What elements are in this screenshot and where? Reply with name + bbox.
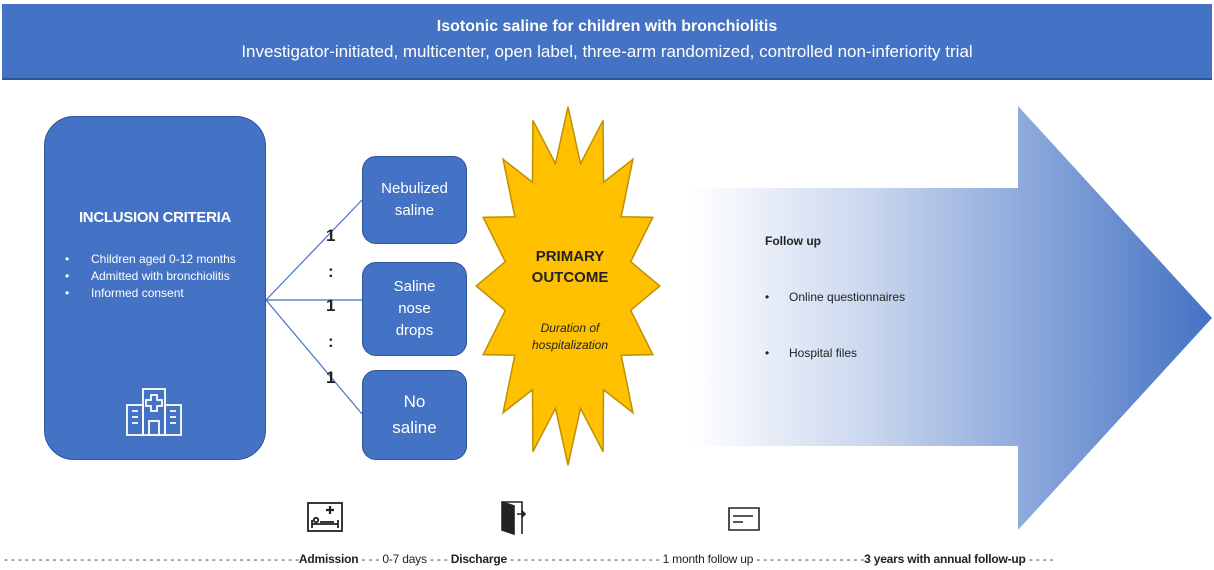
- bed-icon: [307, 502, 343, 532]
- timeline-dashes: - - - - - - - - - - - - - - - - - - - - …: [506, 552, 663, 566]
- door-icon: [501, 500, 527, 536]
- ratio-digit: 1: [326, 226, 336, 245]
- primary-outcome-title: PRIMARY OUTCOME: [488, 246, 652, 288]
- timeline-dashes: - - - - - - - - - - - - - - - - - - - - …: [4, 552, 299, 566]
- primary-outcome-measure: Duration of hospitalization: [488, 320, 652, 354]
- form-icon: [728, 507, 760, 531]
- hospital-icon: [126, 388, 182, 436]
- arm-label: drops: [395, 322, 434, 339]
- timeline-axis: - - - - - - - - - - - - - - - - - - - - …: [4, 552, 1212, 566]
- ratio-digit: 1: [326, 296, 336, 315]
- timeline-label: 1 month follow up: [662, 552, 754, 566]
- title-banner: Isotonic saline for children with bronch…: [2, 4, 1212, 80]
- follow-up-list: Online questionnaires Hospital files: [765, 248, 905, 360]
- arm-label: saline: [394, 202, 435, 219]
- connector-line: [265, 199, 363, 301]
- inclusion-heading: INCLUSION CRITERIA: [78, 209, 232, 226]
- timeline-dashes: - - - -: [1025, 552, 1054, 566]
- timeline-label: Admission: [298, 552, 359, 566]
- arm-label: Nebulized: [381, 180, 448, 197]
- arm-label: No: [403, 392, 426, 411]
- timeline-label: 0-7 days: [382, 552, 427, 566]
- primary-outcome-measure-line: hospitalization: [531, 338, 609, 352]
- connector-line: [265, 299, 363, 415]
- inclusion-list: Children aged 0-12 months Admitted with …: [63, 251, 253, 302]
- primary-outcome-title-line: OUTCOME: [531, 269, 609, 286]
- follow-up-arrow: [690, 106, 1212, 530]
- timeline-label: 3 years with annual follow-up: [864, 552, 1026, 566]
- timeline-dashes: - - -: [426, 552, 451, 566]
- primary-outcome-title-line: PRIMARY: [535, 248, 605, 265]
- ratio-colon: :: [328, 332, 334, 351]
- list-item: Informed consent: [63, 285, 253, 302]
- arm-saline-nose-drops: Saline nose drops: [362, 262, 467, 356]
- list-item: Children aged 0-12 months: [63, 251, 253, 268]
- timeline-dashes: - - -: [358, 552, 383, 566]
- list-item: Hospital files: [765, 346, 905, 360]
- list-item: Admitted with bronchiolitis: [63, 268, 253, 285]
- arm-no-saline: No saline: [362, 370, 467, 460]
- diagram-subtitle: Investigator-initiated, multicenter, ope…: [241, 42, 973, 61]
- primary-outcome-burst: [475, 106, 661, 466]
- arm-nebulized-saline: Nebulized saline: [362, 156, 467, 244]
- timeline-dashes: - - - - - - - - - - - - - - - -: [753, 552, 865, 566]
- diagram-title: Isotonic saline for children with bronch…: [436, 18, 778, 35]
- ratio-colon: :: [328, 262, 334, 281]
- primary-outcome-measure-line: Duration of: [540, 321, 600, 335]
- list-item: Online questionnaires: [765, 290, 905, 304]
- inclusion-criteria-box: INCLUSION CRITERIA Children aged 0-12 mo…: [44, 116, 266, 460]
- arm-label: nose: [398, 300, 431, 317]
- timeline-label: Discharge: [450, 552, 507, 566]
- arm-label: saline: [392, 418, 437, 437]
- ratio-digit: 1: [326, 368, 336, 387]
- follow-up-panel: Follow up Online questionnaires Hospital…: [765, 234, 905, 360]
- follow-up-heading: Follow up: [765, 234, 821, 248]
- arm-label: Saline: [393, 278, 436, 295]
